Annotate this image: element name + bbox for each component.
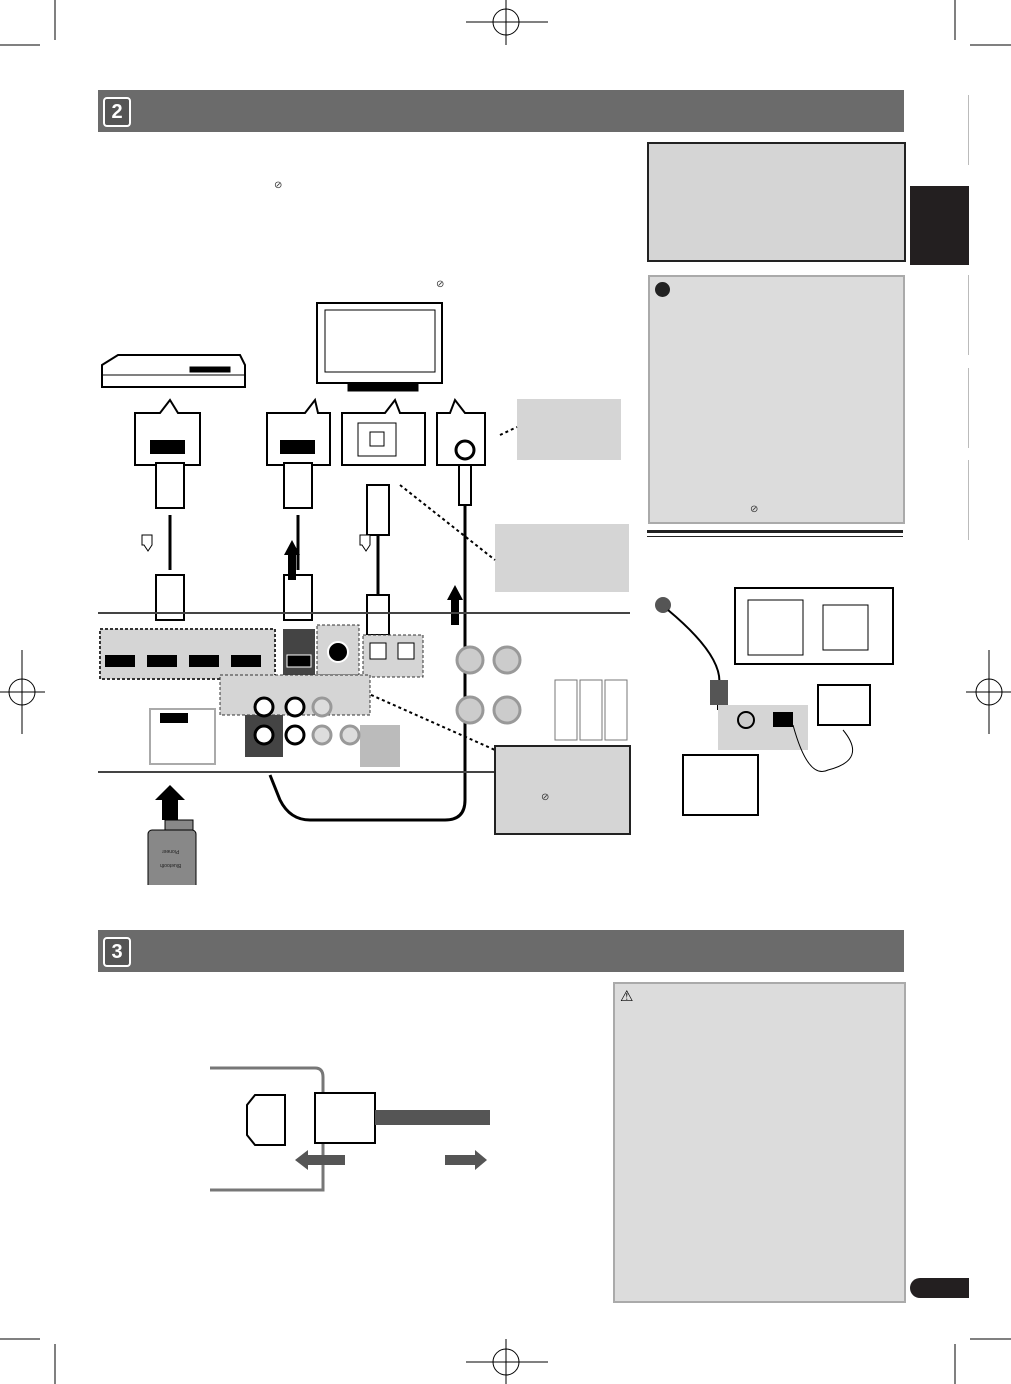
important-icon	[655, 282, 670, 297]
coax-port-icon	[454, 439, 476, 461]
page-reference-icon: ⊘	[436, 279, 445, 290]
receiver-rear-panel	[99, 624, 628, 767]
page-reference-icon: ⊘	[274, 180, 283, 191]
adapter-brand: Pioneer	[162, 848, 180, 854]
page-number-tab	[910, 1278, 969, 1298]
note-box: ⊘	[494, 745, 631, 835]
antenna-diagram	[655, 587, 894, 816]
page-reference-icon: ⊘	[541, 792, 550, 803]
important-box: ⊘	[648, 275, 905, 524]
bd-player	[101, 354, 246, 388]
adapter-bluetooth-label: Bluetooth	[160, 862, 182, 868]
label-box	[517, 399, 621, 460]
connection-diagram	[98, 302, 630, 885]
hdmi-port-icon	[280, 440, 315, 454]
tv	[316, 302, 443, 392]
bluetooth-adapter	[147, 829, 197, 885]
power-cord-diagram	[210, 1066, 490, 1192]
section-number: 2	[103, 97, 131, 127]
hdmi-port-icon	[150, 440, 185, 454]
note-box	[647, 142, 906, 262]
chapter-tab	[910, 186, 969, 265]
section-3-header: 3	[98, 930, 904, 972]
section-number: 3	[103, 937, 131, 967]
section-2-header: 2	[98, 90, 904, 132]
page-reference-icon: ⊘	[750, 504, 759, 515]
label-box	[495, 524, 629, 592]
caution-box: ⚠	[613, 982, 906, 1303]
warning-icon: ⚠	[620, 988, 634, 1005]
optical-port-icon	[369, 431, 385, 447]
